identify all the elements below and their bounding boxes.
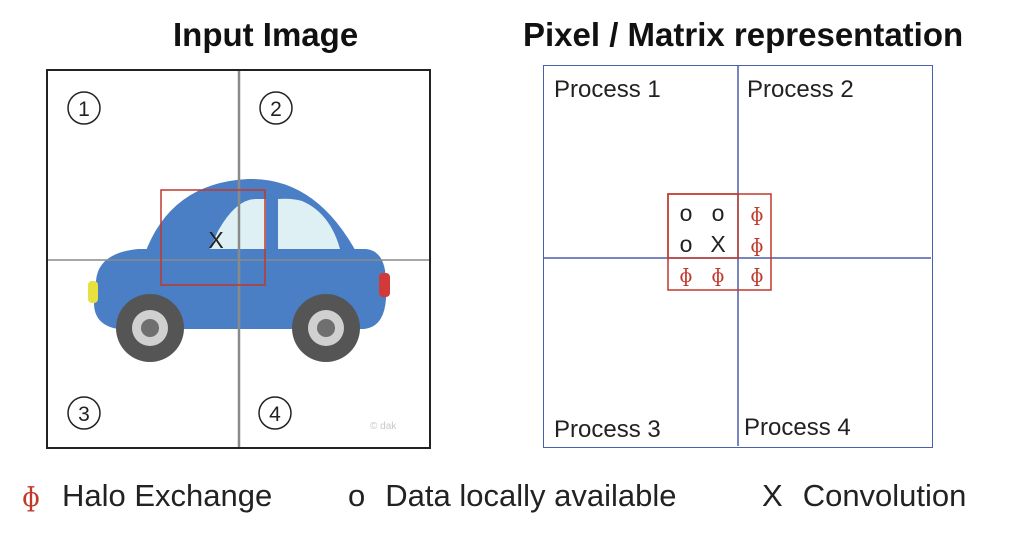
input-image-panel: X 1 2 3 4 © dak	[46, 69, 431, 449]
grid-cell-1-0: o	[680, 231, 693, 257]
process-3-label: Process 3	[554, 416, 661, 443]
watermark: © dak	[370, 421, 397, 432]
svg-text:4: 4	[269, 403, 281, 426]
local-label: Data locally available	[385, 478, 677, 513]
convolution-label: Convolution	[802, 478, 967, 513]
image-center-mark: X	[208, 227, 223, 253]
local-symbol: o	[348, 478, 366, 513]
car-headlight	[88, 281, 98, 303]
svg-text:3: 3	[78, 403, 90, 426]
halo-window-inner	[667, 193, 739, 259]
legend-halo: ɸ Halo Exchange	[22, 478, 272, 514]
car-rear-window	[278, 198, 340, 249]
quadrant-marker-1: 1	[67, 91, 101, 125]
process-2-label: Process 2	[747, 76, 854, 103]
grid-cell-2-1: ɸ	[711, 265, 724, 287]
svg-text:1: 1	[78, 98, 90, 121]
input-image-canvas: X 1 2 3 4 © dak	[48, 71, 429, 447]
quadrant-marker-4: 4	[258, 396, 292, 430]
rear-wheel	[292, 294, 360, 362]
halo-symbol: ɸ	[22, 483, 40, 513]
legend-local: o Data locally available	[348, 478, 676, 514]
grid-cell-2-0: ɸ	[679, 265, 692, 287]
grid-cell-1-2: ɸ	[750, 235, 763, 257]
convolution-symbol: X	[762, 478, 783, 513]
front-wheel	[116, 294, 184, 362]
process-4-label: Process 4	[744, 414, 851, 441]
input-image-title: Input Image	[173, 16, 359, 53]
car-taillight	[379, 273, 390, 297]
quadrant-marker-2: 2	[259, 91, 293, 125]
grid-cell-0-1: o	[712, 200, 725, 226]
grid-cell-1-1: X	[710, 231, 725, 257]
quadrant-marker-3: 3	[67, 396, 101, 430]
convolution-window	[160, 189, 266, 286]
matrix-representation-title: Pixel / Matrix representation	[523, 16, 964, 53]
legend-convolution: X Convolution	[762, 478, 966, 514]
halo-label: Halo Exchange	[62, 478, 273, 513]
grid-cell-0-0: o	[680, 200, 693, 226]
grid-cell-0-2: ɸ	[750, 204, 763, 226]
process-1-label: Process 1	[554, 76, 661, 103]
grid-cell-2-2: ɸ	[750, 265, 763, 287]
svg-text:2: 2	[270, 98, 282, 121]
